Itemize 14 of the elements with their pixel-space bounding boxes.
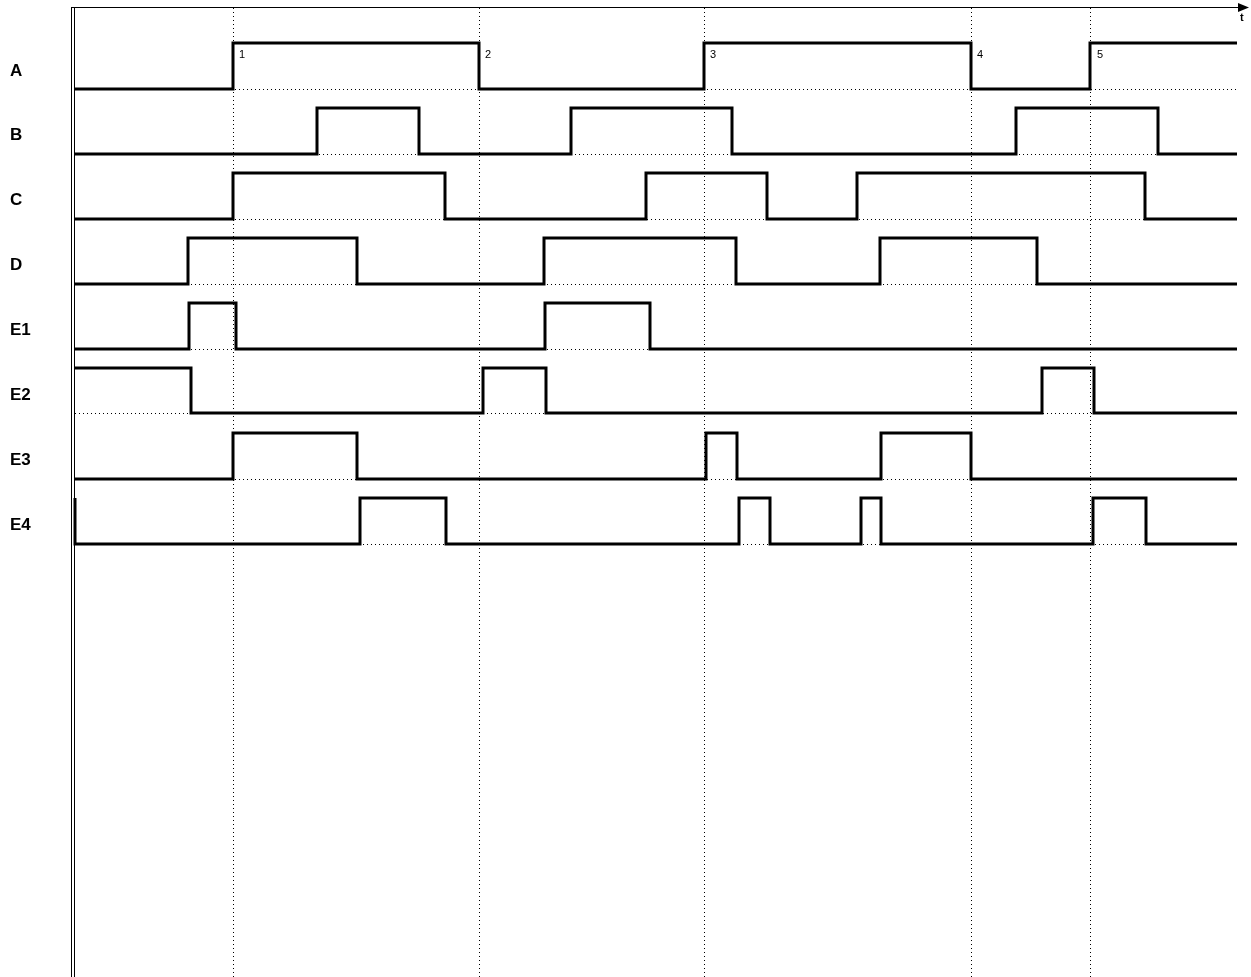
signal-label: B (10, 126, 23, 143)
signal-label: C (10, 191, 23, 208)
event-number: 3 (710, 49, 717, 60)
event-number: 2 (485, 49, 492, 60)
event-number: 4 (977, 49, 984, 60)
signal-label: E2 (10, 386, 31, 403)
event-number: 1 (239, 49, 246, 60)
signal-label: A (10, 62, 23, 79)
signal-label: E1 (10, 321, 31, 338)
signal-label: E3 (10, 451, 31, 468)
axis-label: t (1240, 12, 1244, 23)
signal-label: E4 (10, 516, 31, 533)
signal-label: D (10, 256, 23, 273)
event-number: 5 (1097, 49, 1104, 60)
